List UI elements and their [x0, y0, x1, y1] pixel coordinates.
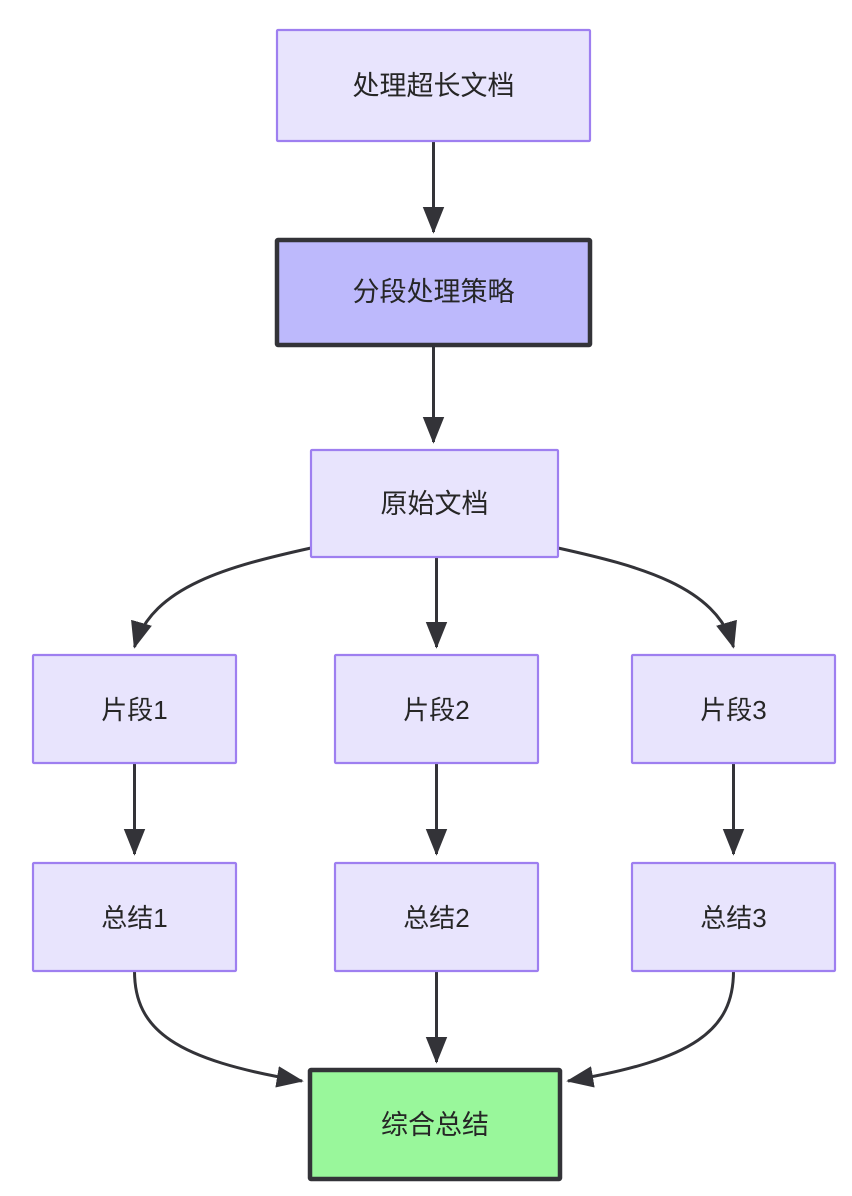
node-shape: [31, 861, 238, 973]
node-summary-2[interactable]: 总结2: [333, 861, 540, 973]
node-shape: [630, 653, 837, 765]
node-layer: 处理超长文档 分段处理策略 原始文档 片段1 片段2 片段3: [31, 28, 837, 1182]
node-original-document[interactable]: 原始文档: [309, 448, 560, 559]
node-label: 片段1: [101, 695, 167, 725]
node-label: 总结3: [700, 903, 766, 933]
edge-n9-n10: [566, 970, 735, 1088]
node-shape: [333, 861, 540, 973]
node-segment-1[interactable]: 片段1: [31, 653, 238, 765]
node-label: 总结2: [403, 903, 469, 933]
node-label: 处理超长文档: [353, 71, 515, 101]
node-label: 分段处理策略: [353, 277, 515, 307]
node-shape: [309, 448, 560, 559]
node-label: 片段2: [403, 695, 469, 725]
node-label: 原始文档: [381, 489, 489, 519]
node-comprehensive-summary[interactable]: 综合总结: [307, 1067, 563, 1182]
node-chunking-strategy[interactable]: 分段处理策略: [274, 237, 593, 348]
node-label: 片段3: [700, 695, 766, 725]
node-shape: [31, 653, 238, 765]
edge-layer: [123, 141, 745, 1088]
node-segment-2[interactable]: 片段2: [333, 653, 540, 765]
node-shape: [274, 237, 593, 348]
edge-n3-n6: [557, 546, 737, 649]
node-shape: [275, 28, 592, 143]
node-segment-3[interactable]: 片段3: [630, 653, 837, 765]
node-summary-1[interactable]: 总结1: [31, 861, 238, 973]
node-shape: [630, 861, 837, 973]
edge-n3-n4: [131, 546, 312, 649]
node-shape: [307, 1067, 563, 1182]
edge-n7-n10: [133, 970, 304, 1088]
node-process-long-document[interactable]: 处理超长文档: [275, 28, 592, 143]
node-label: 综合总结: [381, 1110, 489, 1140]
node-shape: [333, 653, 540, 765]
node-label: 总结1: [101, 903, 167, 933]
node-summary-3[interactable]: 总结3: [630, 861, 837, 973]
